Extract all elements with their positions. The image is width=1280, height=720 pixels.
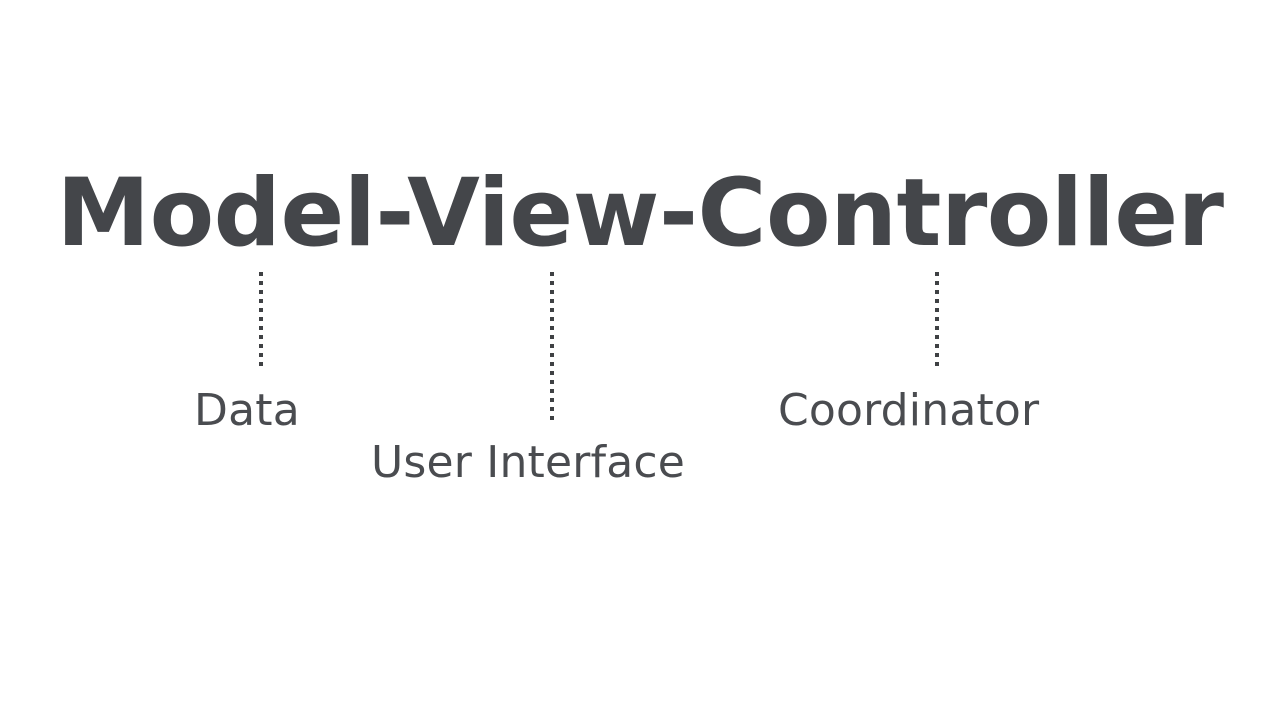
controller-leader-line xyxy=(935,272,939,369)
model-label: Data xyxy=(194,385,300,436)
controller-label: Coordinator xyxy=(778,385,1040,436)
page-title: Model-View-Controller xyxy=(56,159,1224,268)
view-leader-line xyxy=(550,272,554,420)
model-leader-line xyxy=(259,272,263,371)
view-label: User Interface xyxy=(371,437,686,488)
